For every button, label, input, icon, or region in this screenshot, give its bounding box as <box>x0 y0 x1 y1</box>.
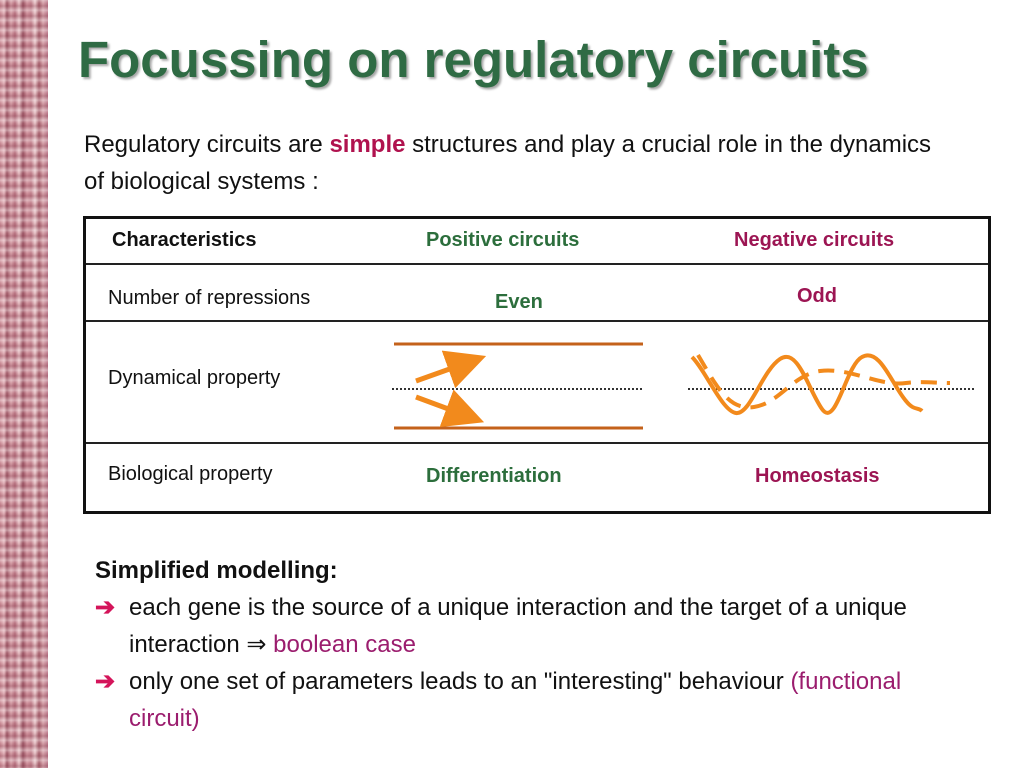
modelling-heading: Simplified modelling: <box>95 557 338 584</box>
repressions-negative-value: Odd <box>797 285 837 307</box>
intro-emphasis-simple: simple <box>329 131 406 158</box>
decorative-border-strip <box>0 0 48 768</box>
repressions-positive-value: Even <box>495 291 543 313</box>
intro-text-start: Regulatory circuits are <box>84 131 330 158</box>
bistability-diagram <box>392 342 643 430</box>
simplified-modelling-section: Simplified modelling: ➔ each gene is the… <box>95 552 975 737</box>
bullet-1-highlight: boolean case <box>266 631 416 658</box>
characteristics-table: Characteristics Positive circuits Negati… <box>83 216 991 514</box>
row-label-dynamical-property: Dynamical property <box>108 367 281 389</box>
table-divider <box>86 263 988 265</box>
oscillation-diagram <box>688 353 974 415</box>
arrow-down-icon <box>415 389 485 428</box>
arrow-up-icon <box>415 350 487 389</box>
modelling-bullet-1: ➔ each gene is the source of a unique in… <box>95 589 975 663</box>
biological-positive-value: Differentiation <box>426 465 562 487</box>
modelling-bullet-2: ➔ only one set of parameters leads to an… <box>95 663 975 737</box>
bullet-2-highlight: (functional circuit) <box>129 668 902 732</box>
row-label-biological-property: Biological property <box>108 463 273 485</box>
implies-symbol: ⇒ <box>246 631 267 658</box>
slide-title: Focussing on regulatory circuits <box>78 31 869 88</box>
header-negative-circuits: Negative circuits <box>734 229 895 251</box>
right-arrow-icon: ➔ <box>95 668 116 695</box>
bullet-1-text: each gene is the source of a unique inte… <box>129 594 907 658</box>
damped-dashed-wave <box>696 353 951 410</box>
right-arrow-icon: ➔ <box>95 594 116 621</box>
intro-text-end: structures and play a crucial role in th… <box>84 131 932 195</box>
row-label-number-of-repressions: Number of repressions <box>108 287 311 309</box>
biological-negative-value: Homeostasis <box>755 465 880 487</box>
table-divider <box>86 320 988 322</box>
header-positive-circuits: Positive circuits <box>426 229 580 251</box>
bullet-2-text: only one set of parameters leads to an "… <box>129 668 791 695</box>
header-characteristics: Characteristics <box>112 229 257 251</box>
intro-paragraph: Regulatory circuits are simple structure… <box>84 126 944 200</box>
oscillation-solid-wave <box>690 353 924 415</box>
table-divider <box>86 442 988 444</box>
